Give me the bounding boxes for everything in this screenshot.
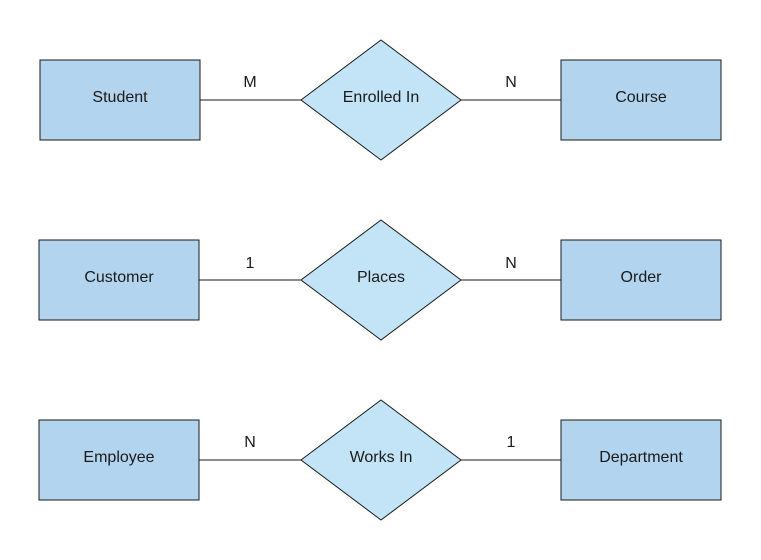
cardinality-left: N [244, 434, 256, 451]
entity-student-box[interactable] [39, 59, 201, 141]
er-row-employee-department: Employee Works In Department N 1 [38, 399, 722, 521]
relationship-enrolled-in-label: Enrolled In [343, 89, 420, 106]
entity-customer-label: Customer [84, 269, 154, 286]
entity-order-label: Order [621, 269, 663, 286]
er-row-customer-order: Customer Places Order 1 N [38, 219, 722, 341]
relationship-works-in-label: Works In [350, 449, 413, 466]
er-row-student-course: Student Enrolled In Course M N [39, 39, 722, 161]
entity-department-label: Department [599, 449, 683, 466]
entity-employee-label: Employee [83, 449, 154, 466]
entity-customer-box[interactable] [38, 239, 200, 321]
relationship-places-diamond[interactable] [300, 219, 462, 341]
cardinality-right: 1 [507, 434, 516, 451]
relationship-places-label: Places [357, 269, 405, 286]
entity-order-box[interactable] [560, 239, 722, 321]
cardinality-left: M [243, 74, 256, 91]
relationship-enrolled-in-diamond[interactable] [300, 39, 462, 161]
cardinality-right: N [505, 74, 517, 91]
entity-employee-box[interactable] [38, 419, 200, 501]
relationship-works-in-diamond[interactable] [300, 399, 462, 521]
entity-department-box[interactable] [560, 419, 722, 501]
entity-student-label: Student [92, 89, 148, 106]
cardinality-left: 1 [246, 255, 255, 272]
cardinality-right: N [505, 255, 517, 272]
entity-course-box[interactable] [560, 59, 722, 141]
entity-course-label: Course [615, 89, 667, 106]
